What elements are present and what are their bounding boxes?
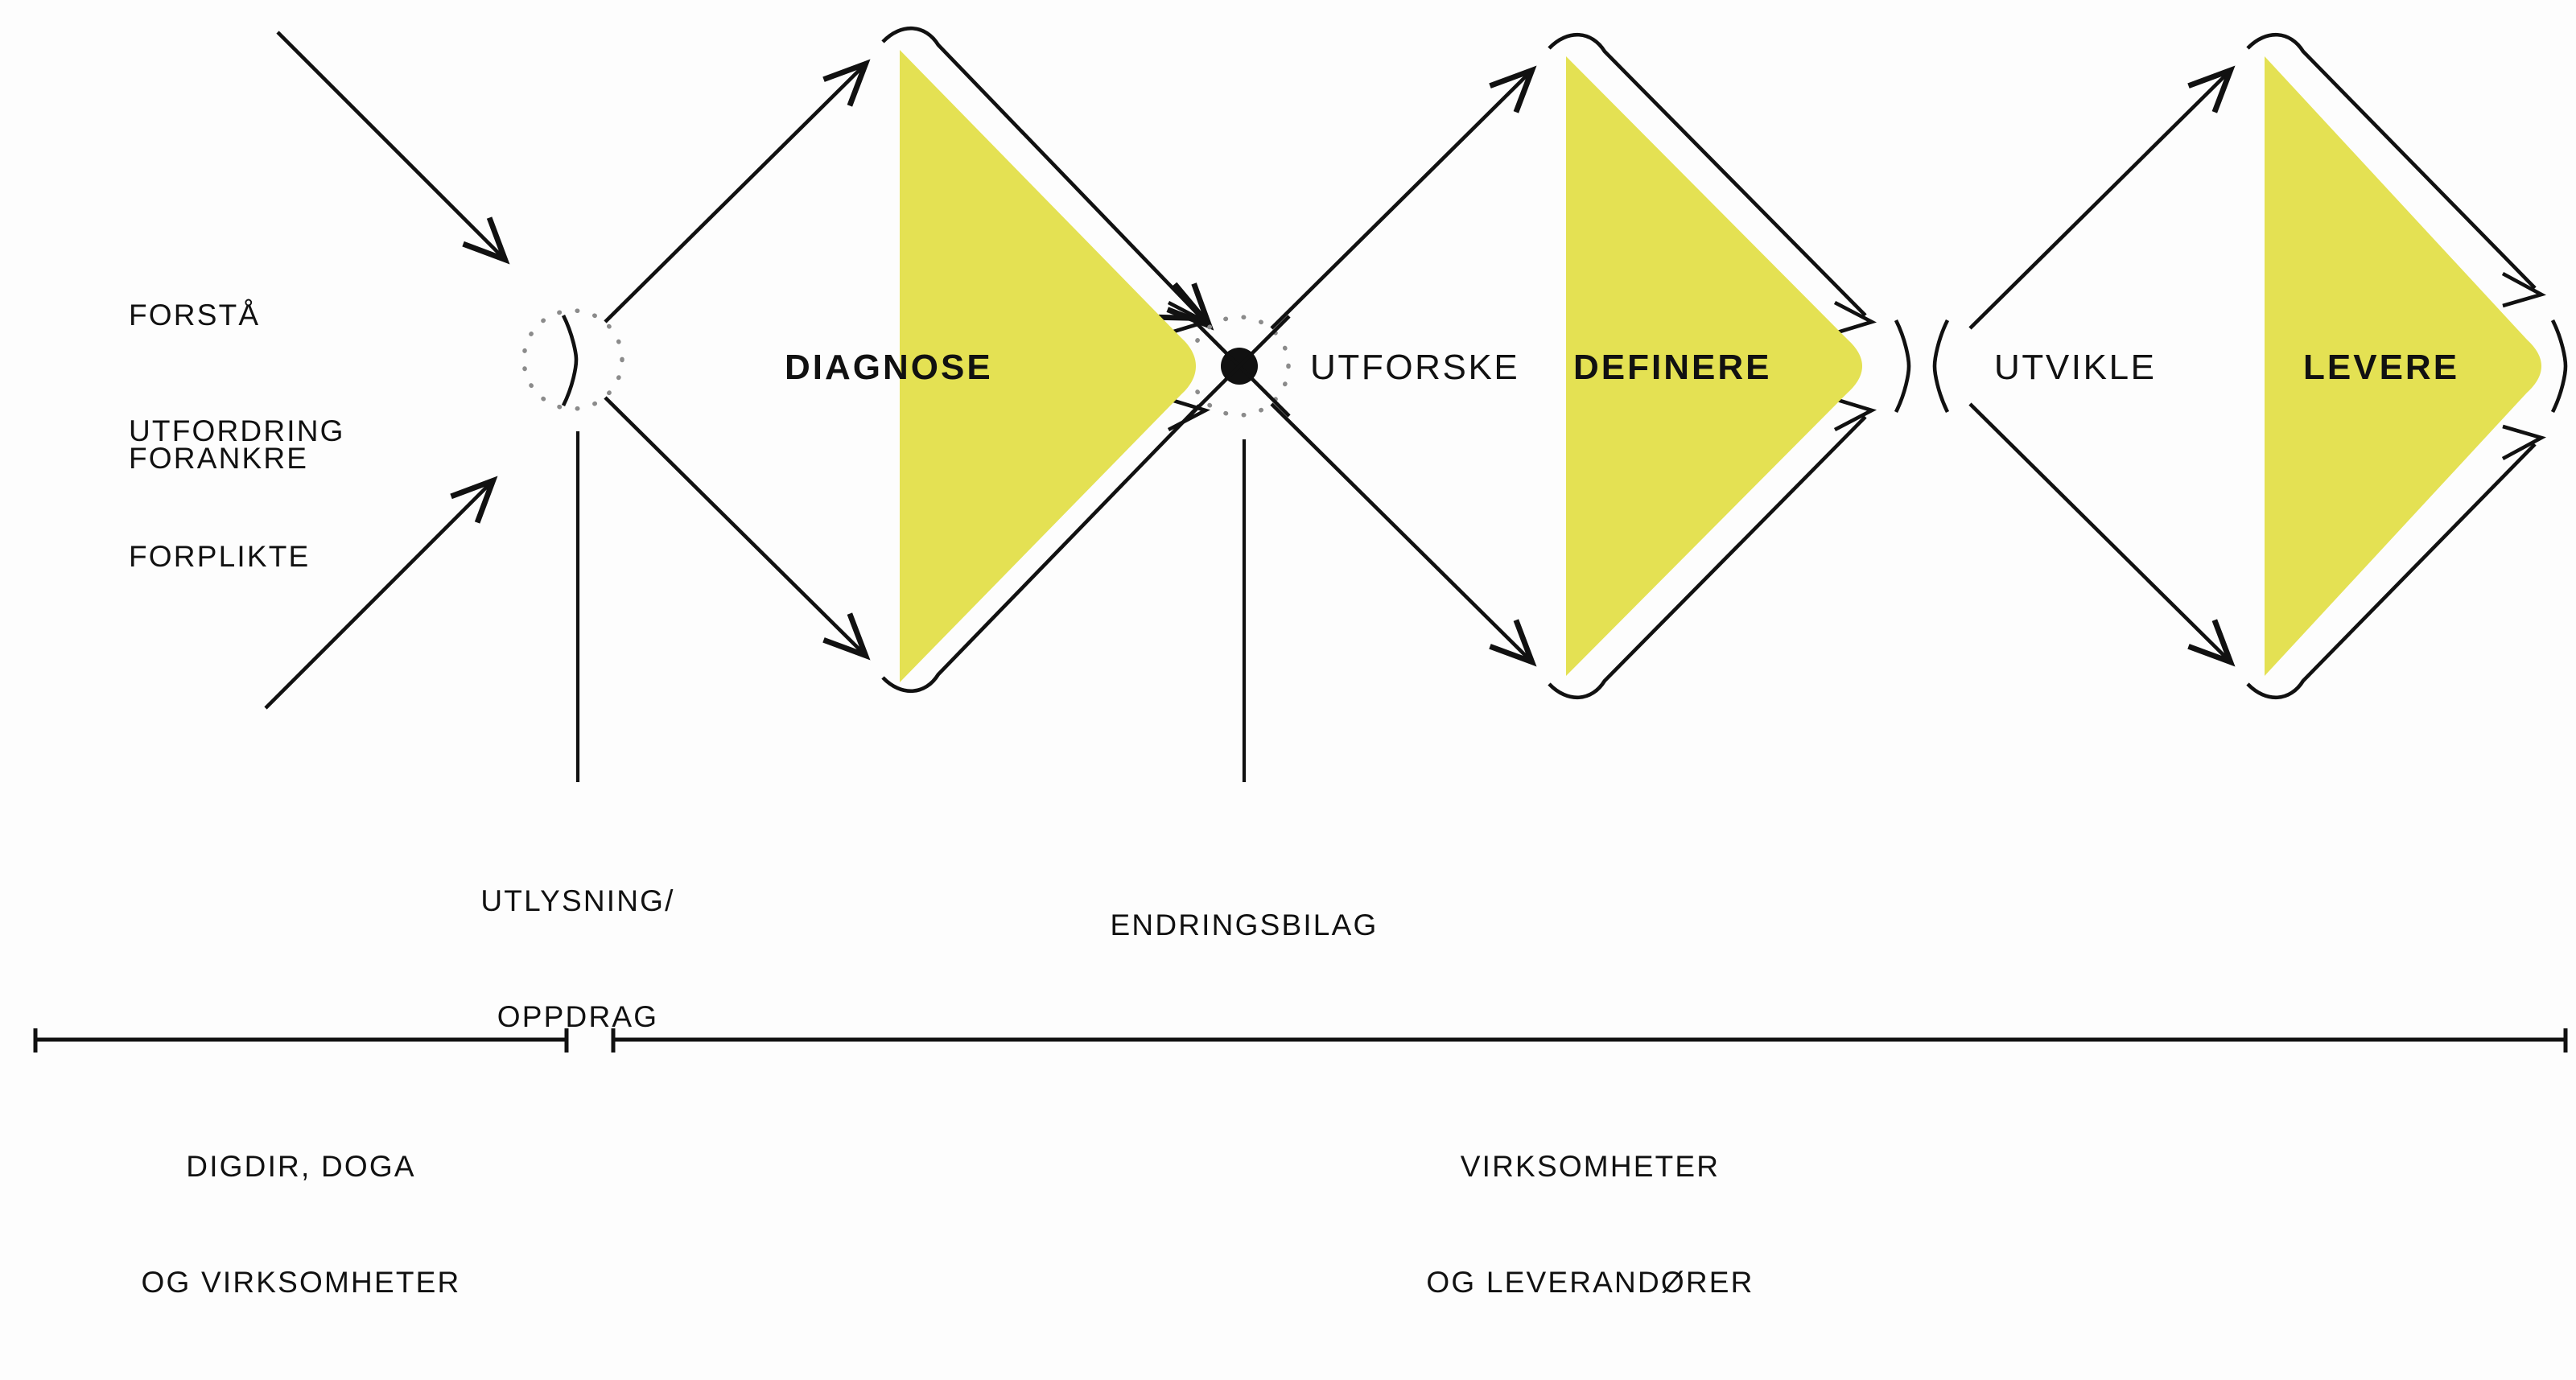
entry-label-line1: FORSTÅ — [129, 299, 261, 332]
double-diamond-diagram: FORSTÅ UTFORDRING FORANKRE FORPLIKTE DIA… — [33, 26, 2568, 1299]
stage-label-levere: LEVERE — [2303, 348, 2460, 387]
entry-label-forsta-utfordring: FORSTÅ UTFORDRING — [129, 219, 345, 529]
stage-label-utforske: UTFORSKE — [1310, 348, 1520, 387]
stage-label-definere: DEFINERE — [1573, 348, 1772, 387]
diamond2-right-wedge-upper — [1894, 319, 1911, 367]
bracket-label-line1: VIRKSOMHETER — [1460, 1150, 1721, 1184]
diagram-end-wedge-lower — [2550, 365, 2568, 414]
diamond1-left-wedge-upper — [561, 314, 579, 360]
diamond2-left-wedge-lower — [1932, 365, 1950, 414]
diamond3-bottom-arc — [2246, 443, 2537, 700]
bracket-label-line1: DIGDIR, DOGA — [186, 1150, 416, 1184]
callout-label-line1: ENDRINGSBILAG — [1110, 908, 1379, 942]
entry-label-forankre: FORANKRE — [129, 362, 308, 555]
callout-label-line2: OPPDRAG — [497, 1000, 659, 1034]
diamond2-top-arc — [1548, 32, 1867, 317]
entry-arrow-bottom — [264, 476, 498, 710]
entry-label-line2: UTFORDRING — [129, 414, 345, 448]
entry-arrow-top — [276, 31, 510, 265]
bracket-label-left: DIGDIR, DOGA OG VIRKSOMHETER — [50, 1070, 552, 1380]
callout-label-line1: UTLYSNING/ — [480, 884, 675, 918]
callout-label-endringsbilag: ENDRINGSBILAG — [1035, 829, 1453, 1022]
diamond1-top-arc — [881, 26, 1201, 317]
stage-label-utvikle: UTVIKLE — [1994, 348, 2157, 387]
node-dot-spokes — [1188, 315, 1291, 418]
diamond3-top-arc — [2246, 32, 2537, 290]
dotted-circle-node-1 — [521, 308, 624, 411]
triangle-definere — [1566, 56, 1862, 676]
bracket-left-rule — [33, 1028, 569, 1053]
diamond2-left-wedge-upper — [1932, 319, 1950, 367]
entry-label-line1: FORANKRE — [129, 442, 309, 476]
triangle-diagnose — [900, 50, 1196, 682]
diamond1-upper-left — [604, 59, 871, 323]
diamond2-lower-left — [1270, 402, 1537, 667]
diamond1-left-wedge-lower — [561, 359, 579, 407]
bracket-right-rule — [611, 1028, 2568, 1053]
diamond3-upper-left — [1968, 65, 2236, 330]
bracket-label-line2: OG LEVERANDØRER — [1426, 1266, 1754, 1300]
diamond3-converge-arrowheads — [2501, 271, 2547, 461]
diamond2-bottom-arc — [1548, 415, 1867, 700]
diamond2-right-wedge-lower — [1894, 365, 1911, 414]
entry-label-forplikte: FORPLIKTE — [129, 460, 310, 653]
stage-label-diagnose: DIAGNOSE — [785, 348, 993, 387]
diamond1-bottom-arc — [881, 404, 1201, 694]
callout-label-utlysning-oppdrag: UTLYSNING/ OPPDRAG — [369, 805, 787, 1114]
accent-triangles — [900, 50, 2541, 682]
bracket-label-right: VIRKSOMHETER OG LEVERANDØRER — [1344, 1070, 1836, 1380]
diamond2-upper-left — [1270, 65, 1537, 330]
diamond2-converge-arrowheads — [1833, 300, 1877, 432]
diamond1-lower-left — [604, 396, 871, 661]
diamond1-converge-arrowheads — [1167, 300, 1211, 432]
entry-label-line1: FORPLIKTE — [129, 540, 311, 574]
diagram-vectors — [33, 26, 2568, 1053]
diamond3-lower-left — [1968, 402, 2236, 667]
bracket-label-line2: OG VIRKSOMHETER — [141, 1266, 461, 1300]
diagram-end-wedge-upper — [2550, 319, 2568, 367]
triangle-levere — [2265, 56, 2541, 676]
dotted-circle-node-2 — [1188, 315, 1291, 418]
